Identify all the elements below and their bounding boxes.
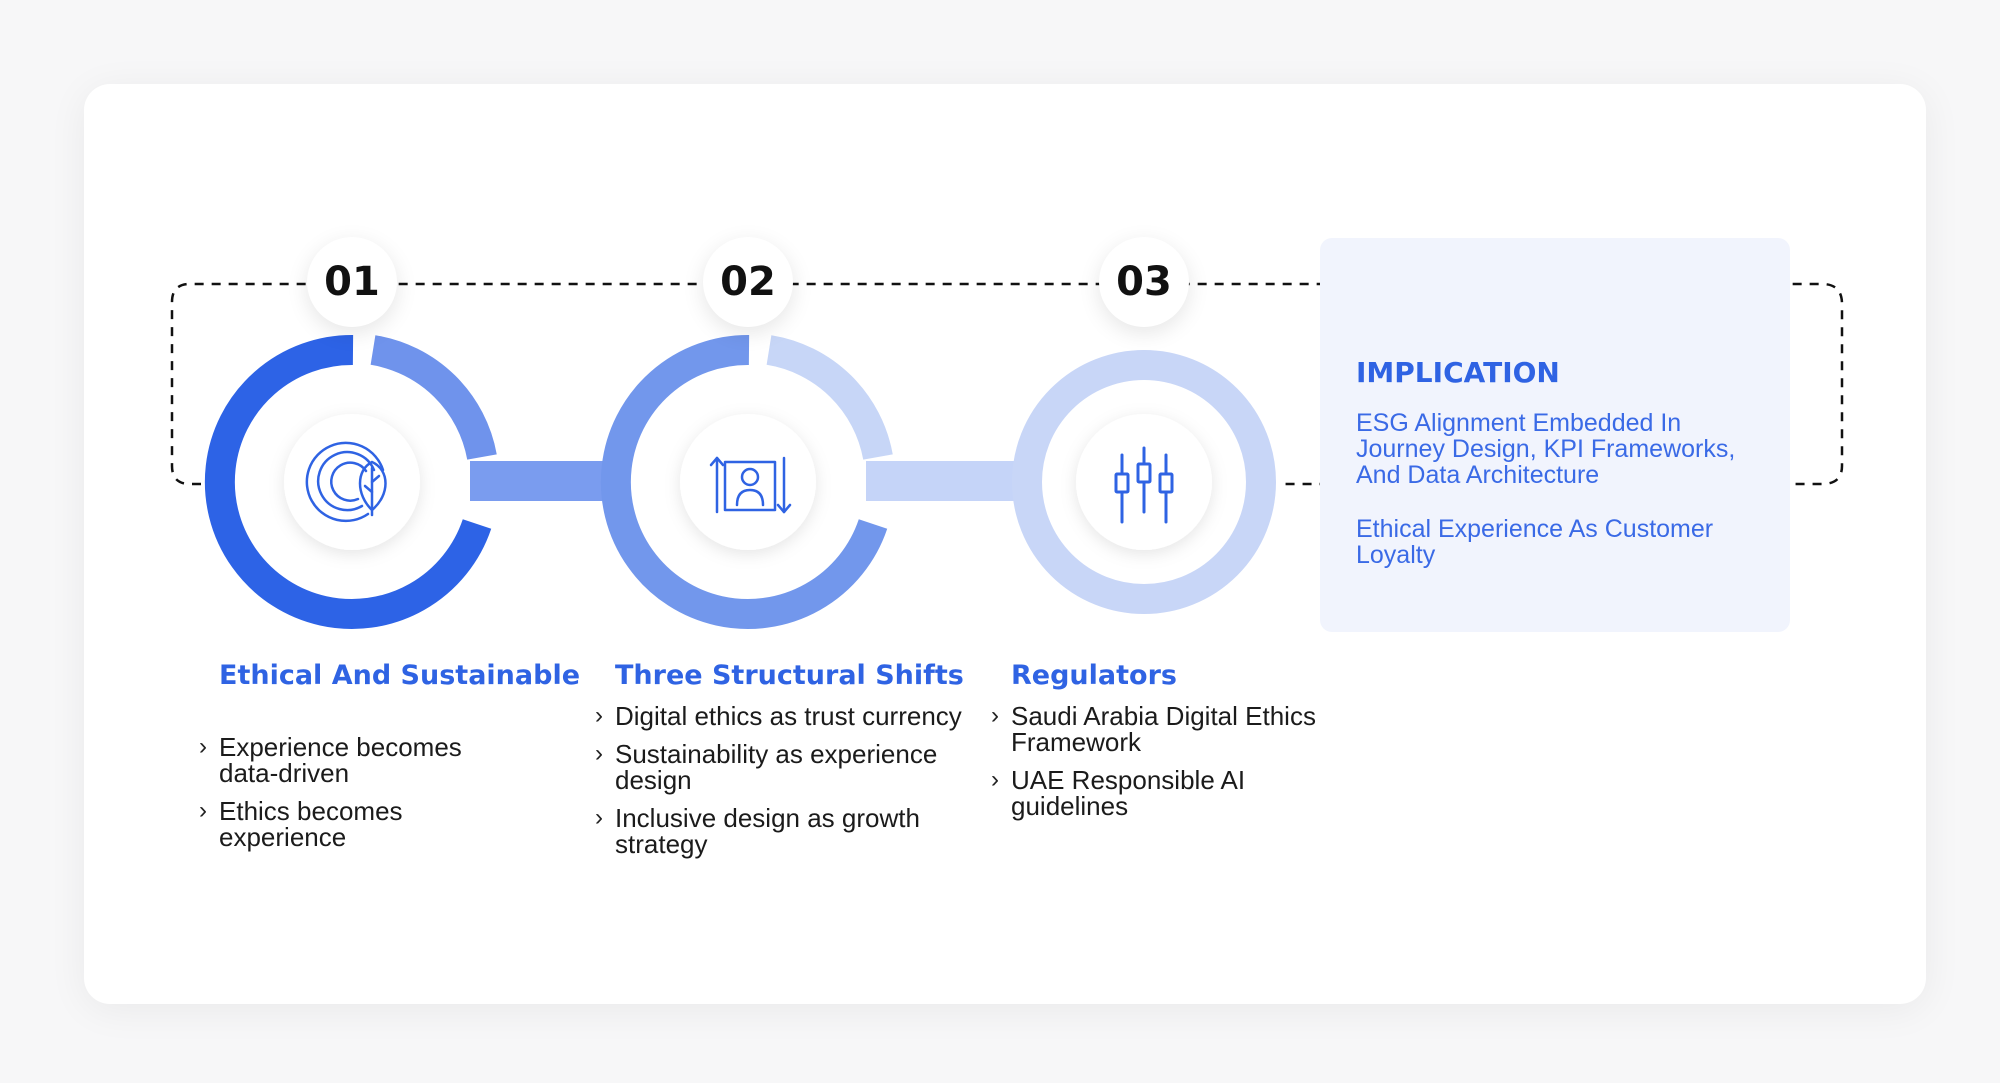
chevron-right-icon: ›: [199, 797, 207, 824]
list-item: ›Saudi Arabia Digital Ethics Framework: [991, 701, 1316, 757]
list-item: ›UAE Responsible AI guidelines: [991, 765, 1246, 821]
step-ring-1: [204, 334, 497, 629]
list-item: ›Experience becomes data-driven: [199, 732, 462, 788]
chevron-right-icon: ›: [199, 733, 207, 760]
step-2-title: Three Structural Shifts: [615, 660, 964, 691]
chevron-right-icon: ›: [595, 740, 603, 767]
step-2-bullets: ›Digital ethics as trust currency ›Susta…: [595, 703, 965, 869]
chevron-right-icon: ›: [991, 766, 999, 793]
step-3-bullets: ›Saudi Arabia Digital Ethics Framework ›…: [991, 703, 1361, 831]
leaf-circle-icon: [305, 441, 387, 523]
list-item: ›Inclusive design as growth strategy: [595, 803, 920, 859]
list-item: ›Sustainability as experience design: [595, 739, 938, 795]
step-1-title: Ethical And Sustainable: [219, 660, 581, 691]
implication-panel: [1320, 238, 1790, 632]
step-ring-2: [600, 334, 893, 629]
step-number-3: 03: [1099, 237, 1189, 327]
step-3-title: Regulators: [1011, 660, 1177, 691]
chevron-right-icon: ›: [595, 804, 603, 831]
implication-title: IMPLICATION: [1356, 356, 1560, 389]
list-item: ›Digital ethics as trust currency: [595, 701, 962, 731]
step-number-2: 02: [703, 237, 793, 327]
implication-text-1: ESG Alignment Embedded In Journey Design…: [1356, 409, 1736, 489]
sliders-icon: [1114, 446, 1174, 524]
chevron-right-icon: ›: [595, 702, 603, 729]
step-1-bullets: ›Experience becomes data-driven ›Ethics …: [199, 734, 519, 862]
person-transfer-icon: [709, 456, 792, 514]
connector-2-3: [866, 461, 1028, 501]
list-item: ›Ethics becomes experience: [199, 796, 403, 852]
implication-text-2: Ethical Experience As Customer Loyalty: [1356, 515, 1714, 569]
chevron-right-icon: ›: [991, 702, 999, 729]
step-number-1: 01: [307, 237, 397, 327]
